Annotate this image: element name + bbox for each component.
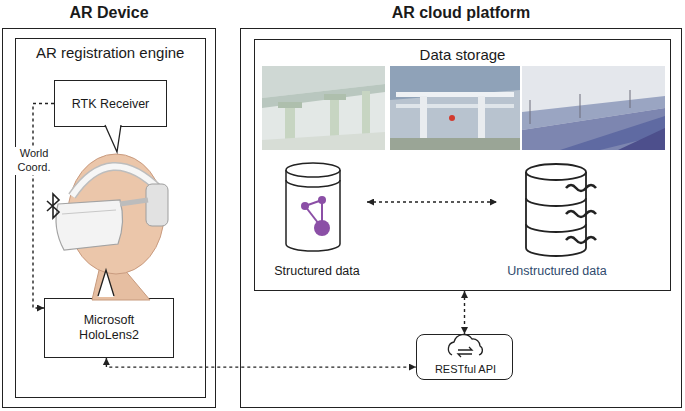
group-frame: AR cloud platformData storageStructured …	[240, 28, 682, 408]
bridge-model-image	[262, 66, 385, 150]
callout-box: Microsoft HoloLens2	[44, 298, 174, 358]
engine-frame: AR registration engineRTK ReceiverMicros…	[15, 38, 206, 398]
node-label: Microsoft HoloLens2	[73, 313, 145, 343]
database-node: Structured data	[267, 162, 367, 282]
point-cloud-image	[522, 66, 665, 150]
database-node: Unstructured data	[497, 162, 617, 282]
dashed-connector	[367, 201, 497, 202]
group-frame: AR DeviceAR registration engineRTK Recei…	[2, 28, 216, 408]
dashed-connector	[106, 358, 416, 367]
edge-label: World Coord.	[12, 147, 56, 175]
hololens-headset-illustration	[56, 154, 168, 300]
group-heading: AR cloud platform	[241, 3, 681, 22]
dashed-connector	[33, 104, 54, 309]
callout-box: RTK Receiver	[54, 80, 167, 127]
node-label: Data storage	[255, 46, 670, 64]
group-heading: AR Device	[3, 3, 215, 22]
node-label: Structured data	[257, 264, 377, 279]
node-label: RTK Receiver	[59, 96, 162, 111]
node-label: Unstructured data	[487, 264, 627, 279]
api-box: RESTful API	[416, 334, 513, 380]
callout-tail	[98, 124, 121, 297]
node-label: RESTful API	[407, 363, 524, 376]
storage-frame: Data storageStructured dataUnstructured …	[254, 39, 671, 291]
database-stack-icon	[526, 164, 596, 256]
database-cylinder-icon	[286, 163, 340, 251]
bluetooth-symbol	[47, 194, 59, 218]
dashed-connector	[464, 291, 465, 334]
node-label: AR registration engine	[36, 44, 184, 62]
bridge-photo-image	[390, 66, 520, 150]
cloud-sync-icon	[448, 335, 482, 357]
